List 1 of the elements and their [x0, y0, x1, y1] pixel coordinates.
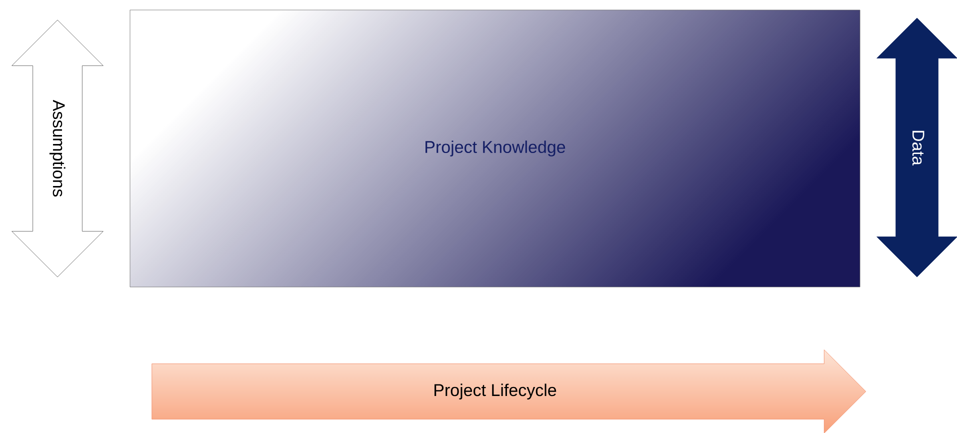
knowledge-box: Project Knowledge — [130, 10, 860, 288]
